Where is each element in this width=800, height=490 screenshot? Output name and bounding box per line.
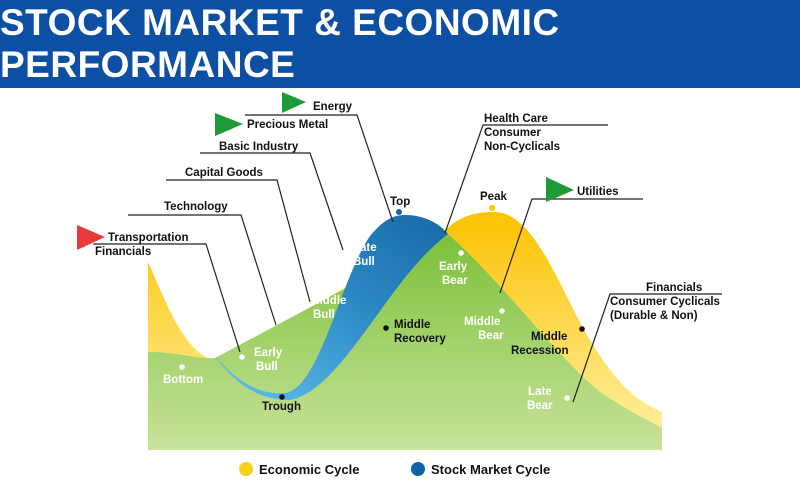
leader-line-transportation [93, 243, 241, 353]
late-bear-dot [564, 395, 570, 401]
sector-energy: Energy [313, 101, 353, 113]
phase-early-bear-2: Bear [442, 275, 468, 287]
green-arrow-icon [282, 92, 306, 113]
middle-recovery-dot [383, 325, 389, 331]
peak-dot [489, 205, 495, 211]
sector-transportation: Transportation [108, 232, 189, 244]
sector-consumer: Consumer [484, 127, 541, 139]
middle-recession-dot [579, 326, 585, 332]
legend-economic-swatch [239, 462, 253, 476]
phase-peak: Peak [480, 191, 507, 203]
leader-line-basic-industry [200, 152, 344, 251]
leader-line-utilities [499, 198, 643, 294]
leader-line-health-care [444, 124, 608, 234]
red-arrow-icon [77, 225, 105, 250]
sector-financials-left: Financials [95, 246, 151, 258]
leader-line-technology [128, 214, 277, 326]
sector-capital-goods: Capital Goods [185, 167, 263, 179]
phase-early-bear-1: Early [439, 261, 468, 273]
sector-durable-non: (Durable & Non) [610, 310, 698, 322]
phase-late-bear-2: Bear [527, 400, 553, 412]
phase-late-bear-1: Late [528, 386, 552, 398]
sector-financials-right: Financials [646, 282, 702, 294]
sector-basic-industry: Basic Industry [219, 141, 299, 153]
middle-bull-dot [299, 305, 305, 311]
top-dot [396, 209, 402, 215]
phase-middle-recovery-2: Recovery [394, 333, 446, 345]
stock-market-cycle-area [215, 215, 448, 400]
green-arrow-icon [215, 113, 243, 136]
late-bull-dot [341, 252, 347, 258]
phase-middle-bull-2: Bull [313, 309, 335, 321]
sector-consumer-cyclicals: Consumer Cyclicals [610, 296, 720, 308]
bottom-dot [179, 364, 185, 370]
phase-top: Top [390, 196, 410, 208]
green-arrow-icon [546, 177, 574, 202]
early-bull-dot [239, 354, 245, 360]
phase-middle-bull-1: Middle [310, 295, 346, 307]
leader-line-financials [572, 293, 722, 403]
header-banner: STOCK MARKET & ECONOMIC PERFORMANCE [0, 0, 800, 88]
phase-late-bull-1: Late [353, 242, 377, 254]
phase-early-bull-2: Bull [256, 361, 278, 373]
sector-health-care: Health Care [484, 113, 548, 125]
legend-stock-label: Stock Market Cycle [431, 462, 550, 477]
phase-middle-bear-1: Middle [464, 316, 500, 328]
phase-middle-recession-2: Recession [511, 345, 569, 357]
trough-dot [279, 394, 285, 400]
page-title: STOCK MARKET & ECONOMIC PERFORMANCE [0, 2, 560, 85]
middle-bear-dot [499, 308, 505, 314]
phase-middle-bear-2: Bear [478, 330, 504, 342]
legend-economic-label: Economic Cycle [259, 462, 359, 477]
leader-line-capital-goods [166, 179, 311, 303]
early-bear-dot [458, 250, 464, 256]
legend-stock-swatch [411, 462, 425, 476]
phase-early-bull-1: Early [254, 347, 283, 359]
sector-utilities: Utilities [577, 186, 619, 198]
sector-technology: Technology [164, 201, 228, 213]
sector-non-cyclicals: Non-Cyclicals [484, 141, 560, 153]
phase-late-bull-2: Bull [353, 256, 375, 268]
phase-middle-recession-1: Middle [531, 331, 567, 343]
phase-middle-recovery-1: Middle [394, 319, 430, 331]
phase-trough: Trough [262, 401, 301, 413]
phase-bottom: Bottom [163, 374, 203, 386]
sector-precious-metal: Precious Metal [247, 119, 328, 131]
leader-line-energy [245, 114, 394, 223]
